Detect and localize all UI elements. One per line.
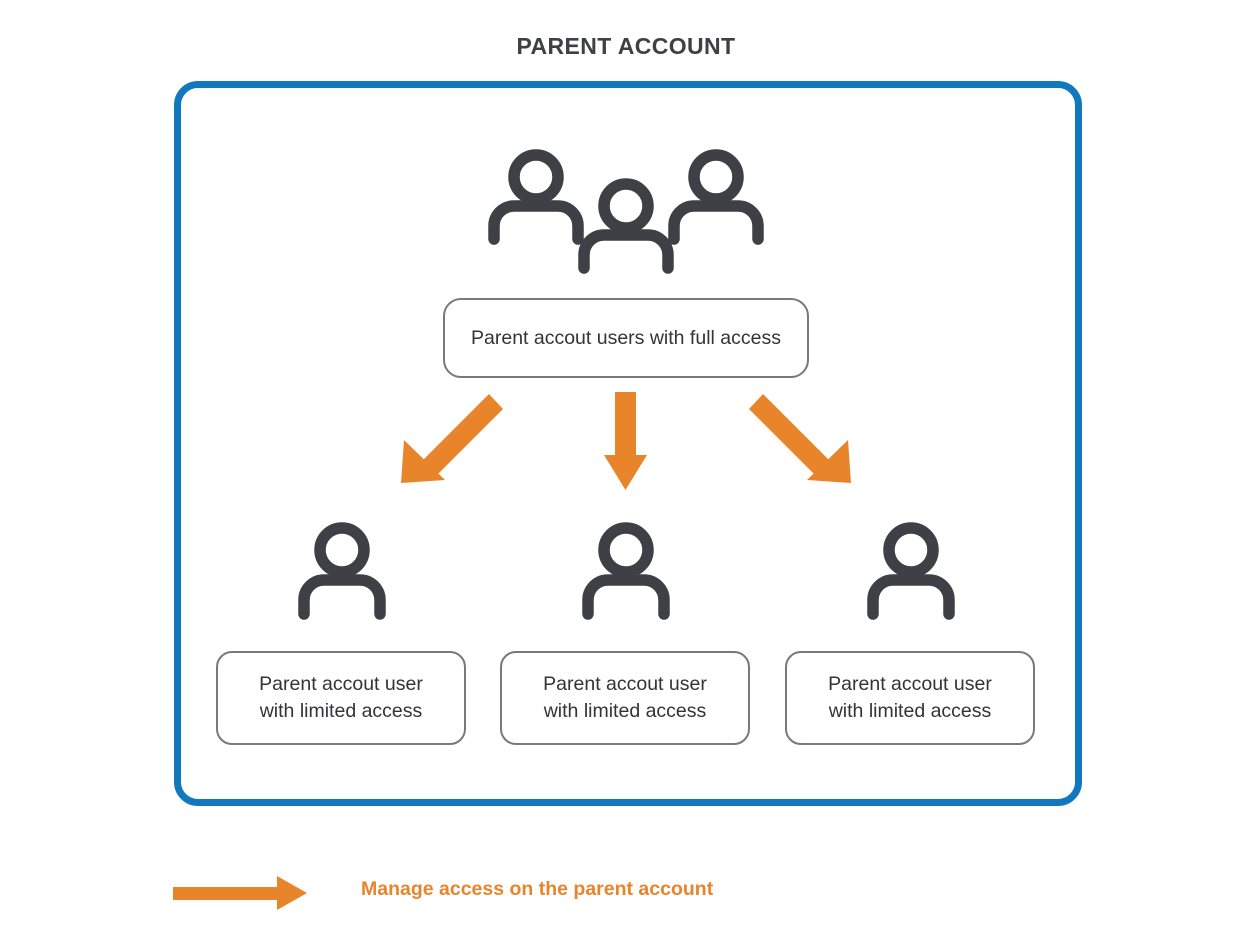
person-icon-child-3 [866,522,956,627]
child-label-line-2: with limited access [259,700,423,722]
child-label-line-1: Parent accout user [543,673,707,695]
primary-access-label: Parent accout users with full access [443,298,809,378]
child-label-line-2: with limited access [828,700,992,722]
child-access-label-1: Parent accout user with limited access [216,651,466,745]
person-icon-child-1 [297,522,387,627]
child-access-label-2-text: Parent accout user with limited access [543,671,707,725]
legend: Manage access on the parent account [173,868,1073,918]
person-icon-left [488,149,584,245]
person-icon-center [578,178,674,274]
child-label-line-1: Parent accout user [828,673,992,695]
primary-access-label-text: Parent accout users with full access [471,326,781,349]
child-access-label-1-text: Parent accout user with limited access [259,671,423,725]
page-title: PARENT ACCOUNT [516,33,736,59]
legend-label: Manage access on the parent account [361,878,714,900]
child-label-line-2: with limited access [543,700,707,722]
person-icon-child-2 [581,522,671,627]
arrow-right-icon [173,874,313,917]
three-people-icon [482,143,770,283]
child-label-line-1: Parent accout user [259,673,423,695]
child-access-label-3-text: Parent accout user with limited access [828,671,992,725]
child-access-label-3: Parent accout user with limited access [785,651,1035,745]
child-access-label-2: Parent accout user with limited access [500,651,750,745]
person-icon-right [668,149,764,245]
